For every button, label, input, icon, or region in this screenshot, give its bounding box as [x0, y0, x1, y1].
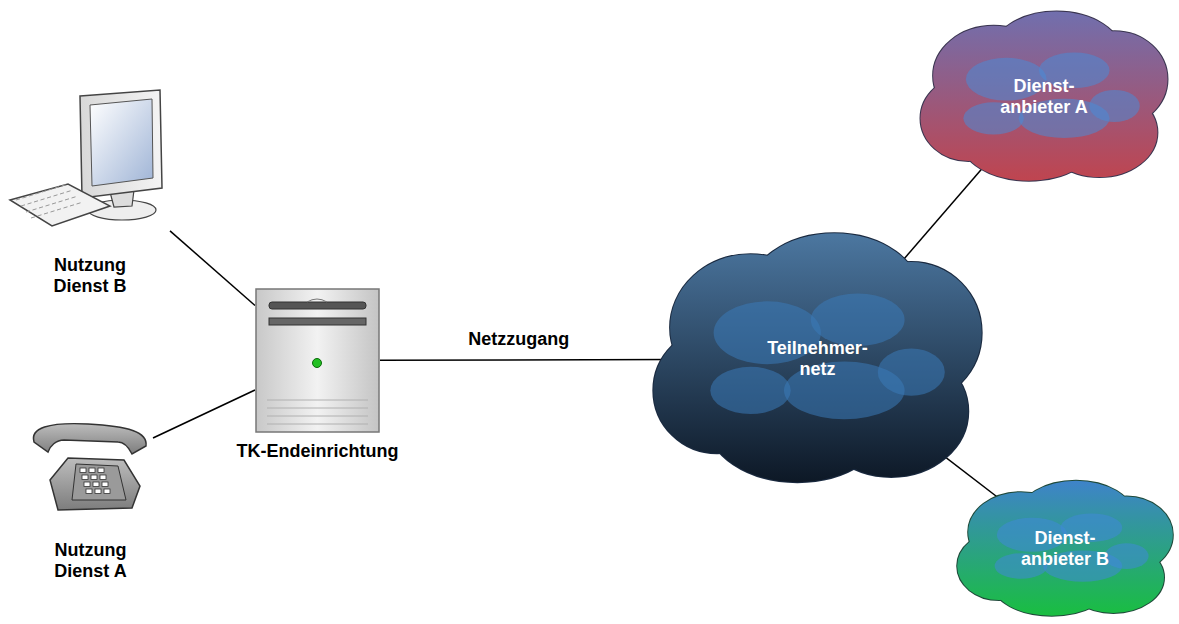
server-icon: TK-Endeinrichtung: [255, 288, 380, 433]
device-label: TK-Endeinrichtung: [237, 441, 399, 462]
device-illustration: [10, 88, 170, 233]
phone-icon: Nutzung Dienst A: [28, 420, 153, 515]
network-cloud: Dienst- anbieter B: [955, 478, 1175, 620]
connector-line: [898, 162, 987, 265]
connector-line: [170, 231, 255, 306]
cloud-label: Dienst- anbieter A: [994, 76, 1094, 118]
device-label: Nutzung Dienst B: [40, 255, 140, 297]
pc-icon: Nutzung Dienst B: [10, 88, 170, 233]
connector-label: Netzzugang: [465, 329, 572, 350]
cloud-label: Teilnehmer- netz: [760, 338, 875, 380]
device-illustration: [28, 420, 153, 515]
network-cloud: Dienst- anbieter A: [918, 8, 1170, 186]
connector-line: [380, 359, 673, 361]
device-label: Nutzung Dienst A: [41, 540, 141, 582]
connector-line: [153, 390, 255, 438]
cloud-label: Dienst- anbieter B: [1015, 528, 1115, 570]
device-illustration: [255, 288, 380, 433]
network-cloud: Teilnehmer- netz: [650, 228, 985, 490]
